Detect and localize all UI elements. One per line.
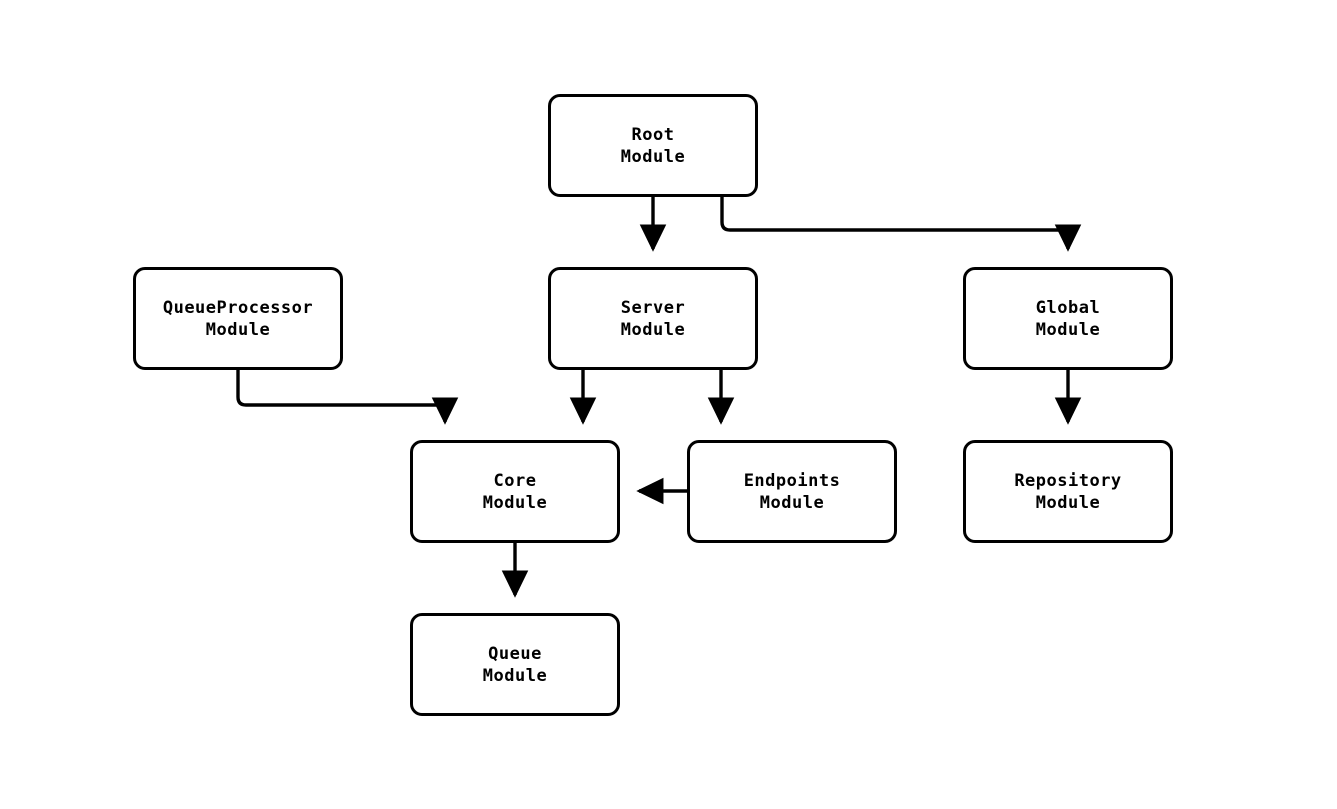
node-global-module-line2: Module <box>1035 319 1101 340</box>
node-queueprocessor-module-line1: QueueProcessor <box>162 297 314 318</box>
node-queue-module[interactable]: Queue Module <box>410 613 620 716</box>
node-queue-module-line2: Module <box>482 665 548 686</box>
node-queue-module-line1: Queue <box>488 643 542 664</box>
node-core-module[interactable]: Core Module <box>410 440 620 543</box>
node-repository-module[interactable]: Repository Module <box>963 440 1173 543</box>
edge-queueprocessor-to-core <box>236 370 459 425</box>
node-endpoints-module-line1: Endpoints <box>743 470 841 491</box>
node-server-module-line2: Module <box>620 319 686 340</box>
node-repository-module-line1: Repository <box>1014 470 1122 491</box>
node-server-module-line1: Server <box>620 297 686 318</box>
node-global-module-line1: Global <box>1035 297 1101 318</box>
node-root-module-line1: Root <box>631 124 675 145</box>
edge-root-to-global <box>720 197 1082 252</box>
node-queueprocessor-module-line2: Module <box>205 319 271 340</box>
node-endpoints-module-line2: Module <box>759 492 825 513</box>
node-root-module[interactable]: Root Module <box>548 94 758 197</box>
node-core-module-line2: Module <box>482 492 548 513</box>
node-core-module-line1: Core <box>493 470 537 491</box>
node-root-module-line2: Module <box>620 146 686 167</box>
node-repository-module-line2: Module <box>1035 492 1101 513</box>
node-queueprocessor-module[interactable]: QueueProcessor Module <box>133 267 343 370</box>
node-global-module[interactable]: Global Module <box>963 267 1173 370</box>
node-server-module[interactable]: Server Module <box>548 267 758 370</box>
node-endpoints-module[interactable]: Endpoints Module <box>687 440 897 543</box>
